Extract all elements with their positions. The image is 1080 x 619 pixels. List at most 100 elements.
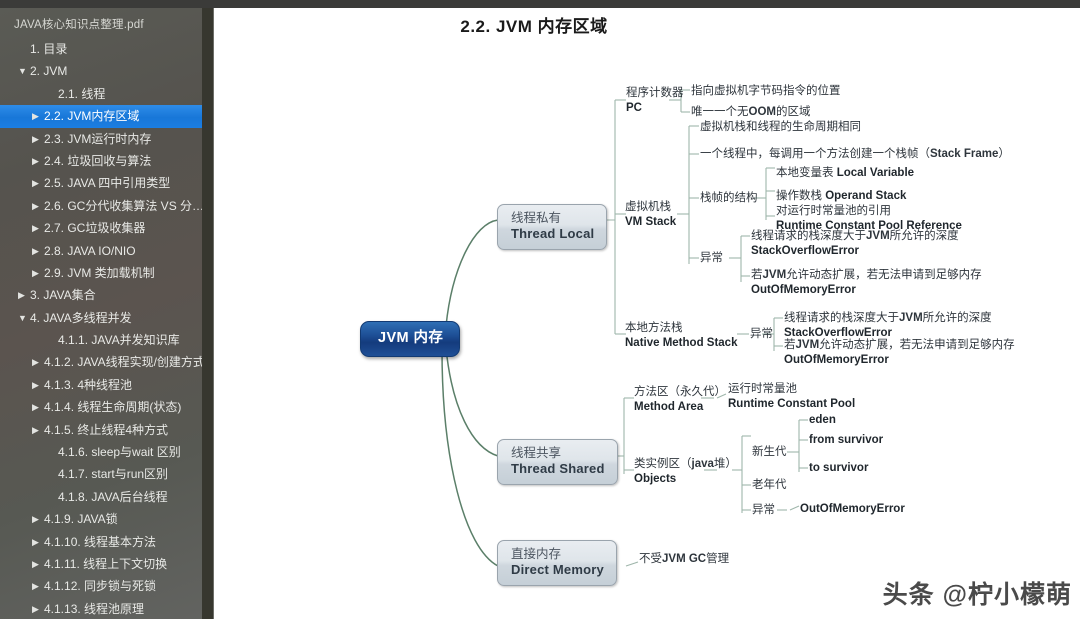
label-runtime-constant-pool-en: Runtime Constant Pool: [728, 398, 856, 411]
label-pc-en: PC: [626, 102, 642, 115]
label-heap-exception: 异常: [752, 503, 775, 518]
sidebar-item-25[interactable]: ▶4.1.13. 线程池原理: [0, 598, 202, 619]
sidebar-item-15[interactable]: ▶4.1.3. 4种线程池: [0, 374, 202, 396]
mindmap-node-thread-shared[interactable]: 线程共享 Thread Shared: [497, 439, 618, 485]
label-vm-exception-text: 异常: [700, 252, 723, 264]
sidebar-item-10[interactable]: ▶2.9. JVM 类加载机制: [0, 262, 202, 284]
chevron-right-icon[interactable]: ▶: [32, 558, 39, 569]
chevron-right-icon[interactable]: ▶: [32, 402, 39, 413]
label-young-generation: 新生代: [752, 445, 787, 460]
sidebar-item-8[interactable]: ▶2.7. GC垃圾收集器: [0, 217, 202, 239]
chevron-right-icon[interactable]: ▶: [32, 603, 39, 614]
node-root-label: JVM 内存: [378, 330, 444, 346]
sidebar-item-6[interactable]: ▶ 2.5. JAVA 四中引用类型: [0, 172, 202, 194]
sidebar-item-0[interactable]: 1. 目录: [0, 38, 202, 60]
sidebar-item-16[interactable]: ▶ 4.1.4. 线程生命周期(状态): [0, 396, 202, 418]
label-young-generation-text: 新生代: [752, 446, 787, 458]
label-vm-stack-cn: 虚拟机栈: [625, 201, 671, 213]
chevron-right-icon[interactable]: ▶: [32, 357, 39, 368]
sidebar-item-13[interactable]: 4.1.1. JAVA并发知识库: [0, 329, 202, 351]
sidebar-item-label: 2.6. GC分代收集算法 VS 分…: [44, 198, 202, 213]
mindmap-node-thread-local[interactable]: 线程私有 Thread Local: [497, 204, 608, 250]
sidebar-item-12[interactable]: ▼4. JAVA多线程并发: [0, 307, 202, 329]
sidebar-item-label: 4.1.2. JAVA线程实现/创建方式: [44, 355, 202, 370]
chevron-right-icon[interactable]: ▶: [32, 581, 39, 592]
label-pc-note-2: 唯一一个无OOM的区域: [691, 105, 810, 120]
label-runtime-constant-pool: 运行时常量池 Runtime Constant Pool: [728, 382, 855, 412]
chevron-right-icon[interactable]: ▶: [32, 200, 39, 211]
label-vm-soe-a: 线程请求的栈深度大于: [751, 230, 866, 242]
label-old-generation-text: 老年代: [752, 479, 787, 491]
label-pc-note-1: 指向虚拟机字节码指令的位置: [691, 84, 841, 99]
sidebar-item-3[interactable]: ▶2.2. JVM内存区域: [0, 105, 202, 128]
chevron-right-icon[interactable]: ▶: [32, 223, 39, 234]
label-objects-cn-a: 类实例区（: [634, 458, 692, 470]
label-native-en: Native Method Stack: [625, 337, 738, 350]
sidebar-item-label: 4.1.9. JAVA锁: [44, 512, 118, 527]
label-native-oome-b: JVM: [795, 339, 820, 351]
label-direct-note-a: 不受: [639, 553, 662, 565]
label-native-stackoverflow: 线程请求的栈深度大于JVM所允许的深度 StackOverflowError: [784, 311, 992, 341]
sidebar-item-4[interactable]: ▶2.3. JVM运行时内存: [0, 128, 202, 150]
label-native-soe-b: JVM: [899, 312, 923, 324]
chevron-down-icon[interactable]: ▼: [18, 312, 27, 323]
label-local-variable: 本地变量表 Local Variable: [776, 161, 914, 182]
chevron-right-icon[interactable]: ▶: [32, 536, 39, 547]
label-operand-stack: 操作数栈 Operand Stack: [776, 184, 906, 205]
label-method-area-en: Method Area: [634, 401, 704, 414]
sidebar-item-19[interactable]: 4.1.7. start与run区别: [0, 463, 202, 485]
label-vm-oome-b: JVM: [762, 269, 787, 281]
label-native-outofmemory: 若JVM允许动态扩展，若无法申请到足够内存 OutOfMemoryError: [784, 338, 1015, 368]
chevron-right-icon[interactable]: ▶: [32, 133, 39, 144]
label-vm-note-2-b: Stack Frame: [930, 148, 999, 160]
sidebar-item-label: 4.1.11. 线程上下文切换: [44, 556, 168, 571]
label-local-variable-cn: 本地变量表: [776, 167, 837, 179]
label-heap-outofmemory: OutOfMemoryError: [800, 502, 905, 517]
label-objects-en: Objects: [634, 473, 677, 486]
chevron-right-icon[interactable]: ▶: [32, 267, 39, 278]
label-objects-cn-b: java: [691, 458, 714, 470]
sidebar-item-label: 2. JVM: [30, 64, 68, 79]
sidebar-item-23[interactable]: ▶ 4.1.11. 线程上下文切换: [0, 553, 202, 575]
label-heap-exception-text: 异常: [752, 504, 775, 516]
label-pc-note-2-a: 唯一一个无: [691, 106, 749, 118]
sidebar-item-21[interactable]: ▶ 4.1.9. JAVA锁: [0, 508, 202, 530]
chevron-right-icon[interactable]: ▶: [32, 379, 39, 390]
sidebar-item-7[interactable]: ▶ 2.6. GC分代收集算法 VS 分…: [0, 195, 202, 217]
sidebar-item-20[interactable]: 4.1.8. JAVA后台线程: [0, 486, 202, 508]
sidebar-item-18[interactable]: 4.1.6. sleep与wait 区别: [0, 441, 202, 463]
sidebar-item-14[interactable]: ▶ 4.1.2. JAVA线程实现/创建方式: [0, 351, 202, 373]
sidebar-item-17[interactable]: ▶4.1.5. 终止线程4种方式: [0, 419, 202, 441]
sidebar-item-1[interactable]: ▼2. JVM: [0, 60, 202, 82]
chevron-right-icon[interactable]: ▶: [32, 178, 39, 189]
sidebar-item-9[interactable]: ▶2.8. JAVA IO/NIO: [0, 240, 202, 262]
chevron-right-icon[interactable]: ▶: [18, 290, 25, 301]
sidebar-item-label: 2.5. JAVA 四中引用类型: [44, 176, 171, 191]
chevron-right-icon[interactable]: ▶: [32, 155, 39, 166]
sidebar-item-24[interactable]: ▶4.1.12. 同步锁与死锁: [0, 575, 202, 597]
sidebar-item-11[interactable]: ▶3. JAVA集合: [0, 284, 202, 306]
label-pc-note-1-text: 指向虚拟机字节码指令的位置: [691, 85, 841, 97]
label-eden-text: eden: [809, 414, 836, 426]
sidebar-item-label: 4.1.4. 线程生命周期(状态): [44, 400, 182, 415]
chevron-right-icon[interactable]: ▶: [32, 514, 39, 525]
mindmap-node-root[interactable]: JVM 内存: [360, 321, 461, 357]
label-vm-stack-en: VM Stack: [625, 216, 677, 229]
chevron-right-icon[interactable]: ▶: [32, 245, 39, 256]
label-vm-oome-name: OutOfMemoryError: [751, 284, 856, 297]
sidebar-item-5[interactable]: ▶2.4. 垃圾回收与算法: [0, 150, 202, 172]
label-program-counter: 程序计数器 PC: [626, 86, 684, 116]
sidebar-item-22[interactable]: ▶4.1.10. 线程基本方法: [0, 531, 202, 553]
chevron-right-icon[interactable]: ▶: [32, 111, 39, 122]
label-native-soe-name: StackOverflowError: [784, 327, 893, 340]
label-native-oome-c: 允许动态扩展，若无法申请到足够内存: [819, 339, 1015, 351]
mindmap-node-direct-memory[interactable]: 直接内存 Direct Memory: [497, 540, 617, 586]
chevron-down-icon[interactable]: ▼: [18, 66, 27, 77]
label-direct-memory-note: 不受JVM GC管理: [639, 552, 729, 567]
sidebar-item-2[interactable]: 2.1. 线程: [0, 83, 202, 105]
label-direct-note-b: JVM GC: [662, 553, 707, 565]
label-vm-soe-c: 所允许的深度: [889, 230, 959, 242]
chevron-right-icon[interactable]: ▶: [32, 424, 39, 435]
